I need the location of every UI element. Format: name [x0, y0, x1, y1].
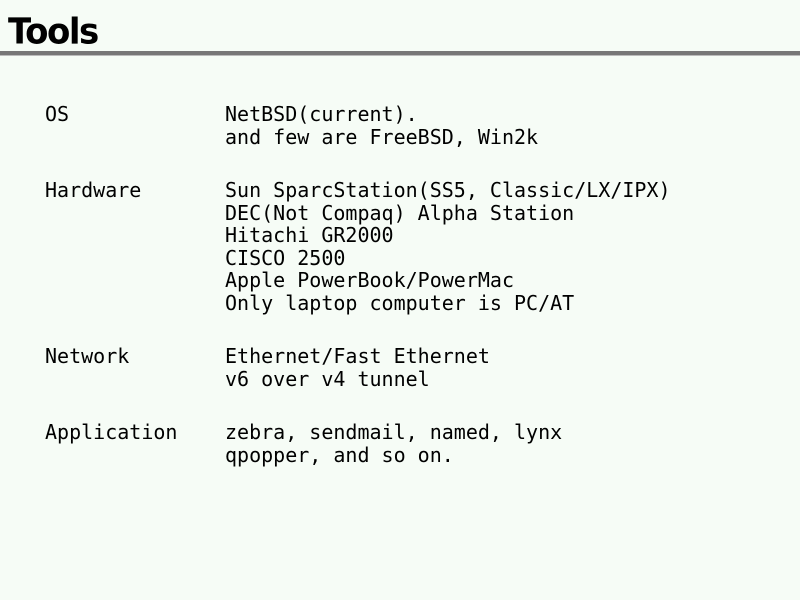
- definition-line: and few are FreeBSD, Win2k: [225, 124, 539, 149]
- term-os: OS: [45, 102, 70, 126]
- definition-network: Network Ethernet/Fast Ethernet v6 over v…: [45, 345, 671, 390]
- page-title: Tools: [8, 11, 99, 54]
- definition-line: qpopper, and so on.: [225, 442, 454, 467]
- definition-os: OS NetBSD(current). and few are FreeBSD,…: [45, 103, 671, 148]
- term-application: Application: [45, 420, 178, 444]
- definition-line: zebra, sendmail, named, lynx: [225, 420, 563, 444]
- definition-application-text: zebra, sendmail, named, lynx qpopper, an…: [225, 421, 671, 466]
- definition-line: DEC(Not Compaq) Alpha Station: [225, 200, 575, 225]
- definition-list: OS NetBSD(current). and few are FreeBSD,…: [45, 103, 671, 466]
- definition-line: Sun SparcStation(SS5, Classic/LX/IPX): [225, 178, 671, 202]
- definition-line: Hitachi GR2000: [225, 223, 394, 247]
- definition-application: Application zebra, sendmail, named, lynx…: [45, 421, 671, 466]
- term-network: Network: [45, 344, 130, 368]
- definition-hardware-text: Sun SparcStation(SS5, Classic/LX/IPX) DE…: [225, 179, 671, 314]
- definition-line: NetBSD(current).: [225, 102, 418, 126]
- term-hardware: Hardware: [45, 178, 142, 202]
- definition-hardware: Hardware Sun SparcStation(SS5, Classic/L…: [45, 179, 671, 314]
- definition-network-text: Ethernet/Fast Ethernet v6 over v4 tunnel: [225, 345, 671, 390]
- definition-line: v6 over v4 tunnel: [225, 366, 430, 391]
- definition-line: Ethernet/Fast Ethernet: [225, 344, 490, 368]
- definition-os-text: NetBSD(current). and few are FreeBSD, Wi…: [225, 103, 671, 148]
- definition-line: CISCO 2500: [225, 245, 346, 270]
- definition-line: Only laptop computer is PC/AT: [225, 290, 575, 315]
- title-divider: [0, 51, 800, 56]
- definition-line: Apple PowerBook/PowerMac: [225, 268, 514, 292]
